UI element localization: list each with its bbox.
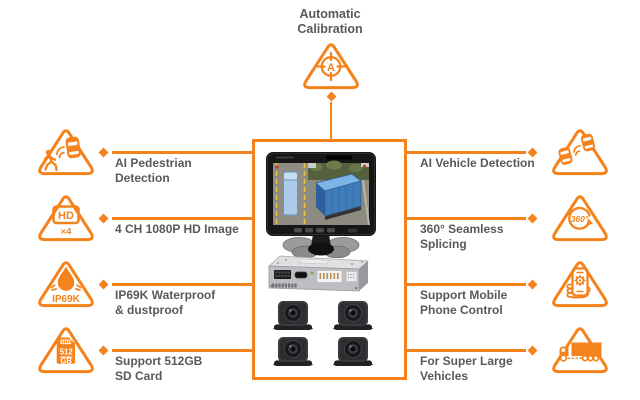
- label-line: Detection: [115, 170, 170, 185]
- sd-unit-text: GB: [60, 357, 72, 366]
- mobile-phone-control-icon: [552, 261, 608, 308]
- semi-truck-icon: [552, 327, 608, 374]
- feature-label-ip69k-waterproof: IP69K Waterproof & dustproof: [115, 288, 215, 317]
- label-line: IP69K Waterproof: [115, 288, 216, 302]
- feature-label-ai-pedestrian-detection: AI Pedestrian Detection: [115, 156, 192, 185]
- feature-label-super-large-vehicles: For Super Large Vehicles: [420, 354, 513, 383]
- x4-text: ×4: [61, 227, 73, 238]
- diamond-bullet: [326, 91, 336, 101]
- label-line: Vehicles: [420, 368, 469, 383]
- calibration-letter: A: [327, 62, 335, 74]
- label-line: Phone Control: [420, 302, 503, 317]
- diamond-bullet: [98, 147, 109, 157]
- diamond-bullet: [527, 279, 538, 289]
- monitor-product-image: [266, 152, 376, 258]
- feature-label-mobile-phone-control: Support Mobile Phone Control: [420, 288, 507, 317]
- ip69k-waterproof-icon: IP69K: [38, 261, 94, 308]
- label-line: Support Mobile: [420, 288, 508, 302]
- pedestrian-detection-icon: [38, 129, 94, 176]
- diamond-bullet: [98, 279, 109, 289]
- connector-line: [407, 283, 526, 286]
- connector-line: [112, 151, 252, 154]
- label-line: AI Vehicle Detection: [420, 156, 535, 170]
- hd-text: HD: [58, 210, 74, 222]
- connector-line: [112, 217, 252, 220]
- diamond-bullet: [527, 345, 538, 355]
- label-line: 4 CH 1080P HD Image: [115, 222, 239, 236]
- connector-line: [112, 283, 252, 286]
- 360-rotation-icon: 360°: [552, 195, 608, 242]
- label-line: Automatic: [299, 7, 361, 21]
- connector-line: [407, 151, 526, 154]
- feature-label-automatic-calibration: Automatic Calibration: [230, 7, 430, 37]
- feature-label-512gb-sd-card: Support 512GB SD Card: [115, 354, 202, 383]
- hd-4-channel-icon: HD ×4: [38, 195, 94, 242]
- diamond-bullet: [98, 213, 109, 223]
- connector-line: [329, 102, 333, 139]
- label-line: 360° Seamless: [420, 222, 504, 236]
- connector-line: [407, 217, 526, 220]
- label-line: For Super Large: [420, 354, 513, 368]
- label-line: & dustproof: [115, 302, 183, 317]
- label-line: Splicing: [420, 236, 467, 251]
- diamond-bullet: [98, 345, 109, 355]
- camera-set-product-image: [273, 300, 373, 366]
- diamond-bullet: [527, 213, 538, 223]
- ip69k-text: IP69K: [52, 294, 81, 305]
- sd-card-512gb-icon: 512 GB: [38, 327, 94, 374]
- calibration-target-icon: A: [303, 43, 359, 90]
- label-line: Calibration: [297, 22, 363, 36]
- vehicle-detection-icon: [552, 129, 608, 176]
- feature-label-ai-vehicle-detection: AI Vehicle Detection: [420, 156, 535, 171]
- sd-size-text: 512: [60, 348, 74, 357]
- connector-line: [112, 349, 252, 352]
- label-line: SD Card: [115, 368, 163, 383]
- feature-label-4ch-1080p-hd-image: 4 CH 1080P HD Image: [115, 222, 239, 237]
- feature-label-360-seamless-splicing: 360° Seamless Splicing: [420, 222, 504, 251]
- 360-text: 360°: [571, 214, 589, 224]
- label-line: AI Pedestrian: [115, 156, 192, 170]
- dvr-box-product-image: [268, 255, 369, 292]
- label-line: Support 512GB: [115, 354, 203, 368]
- connector-line: [407, 349, 526, 352]
